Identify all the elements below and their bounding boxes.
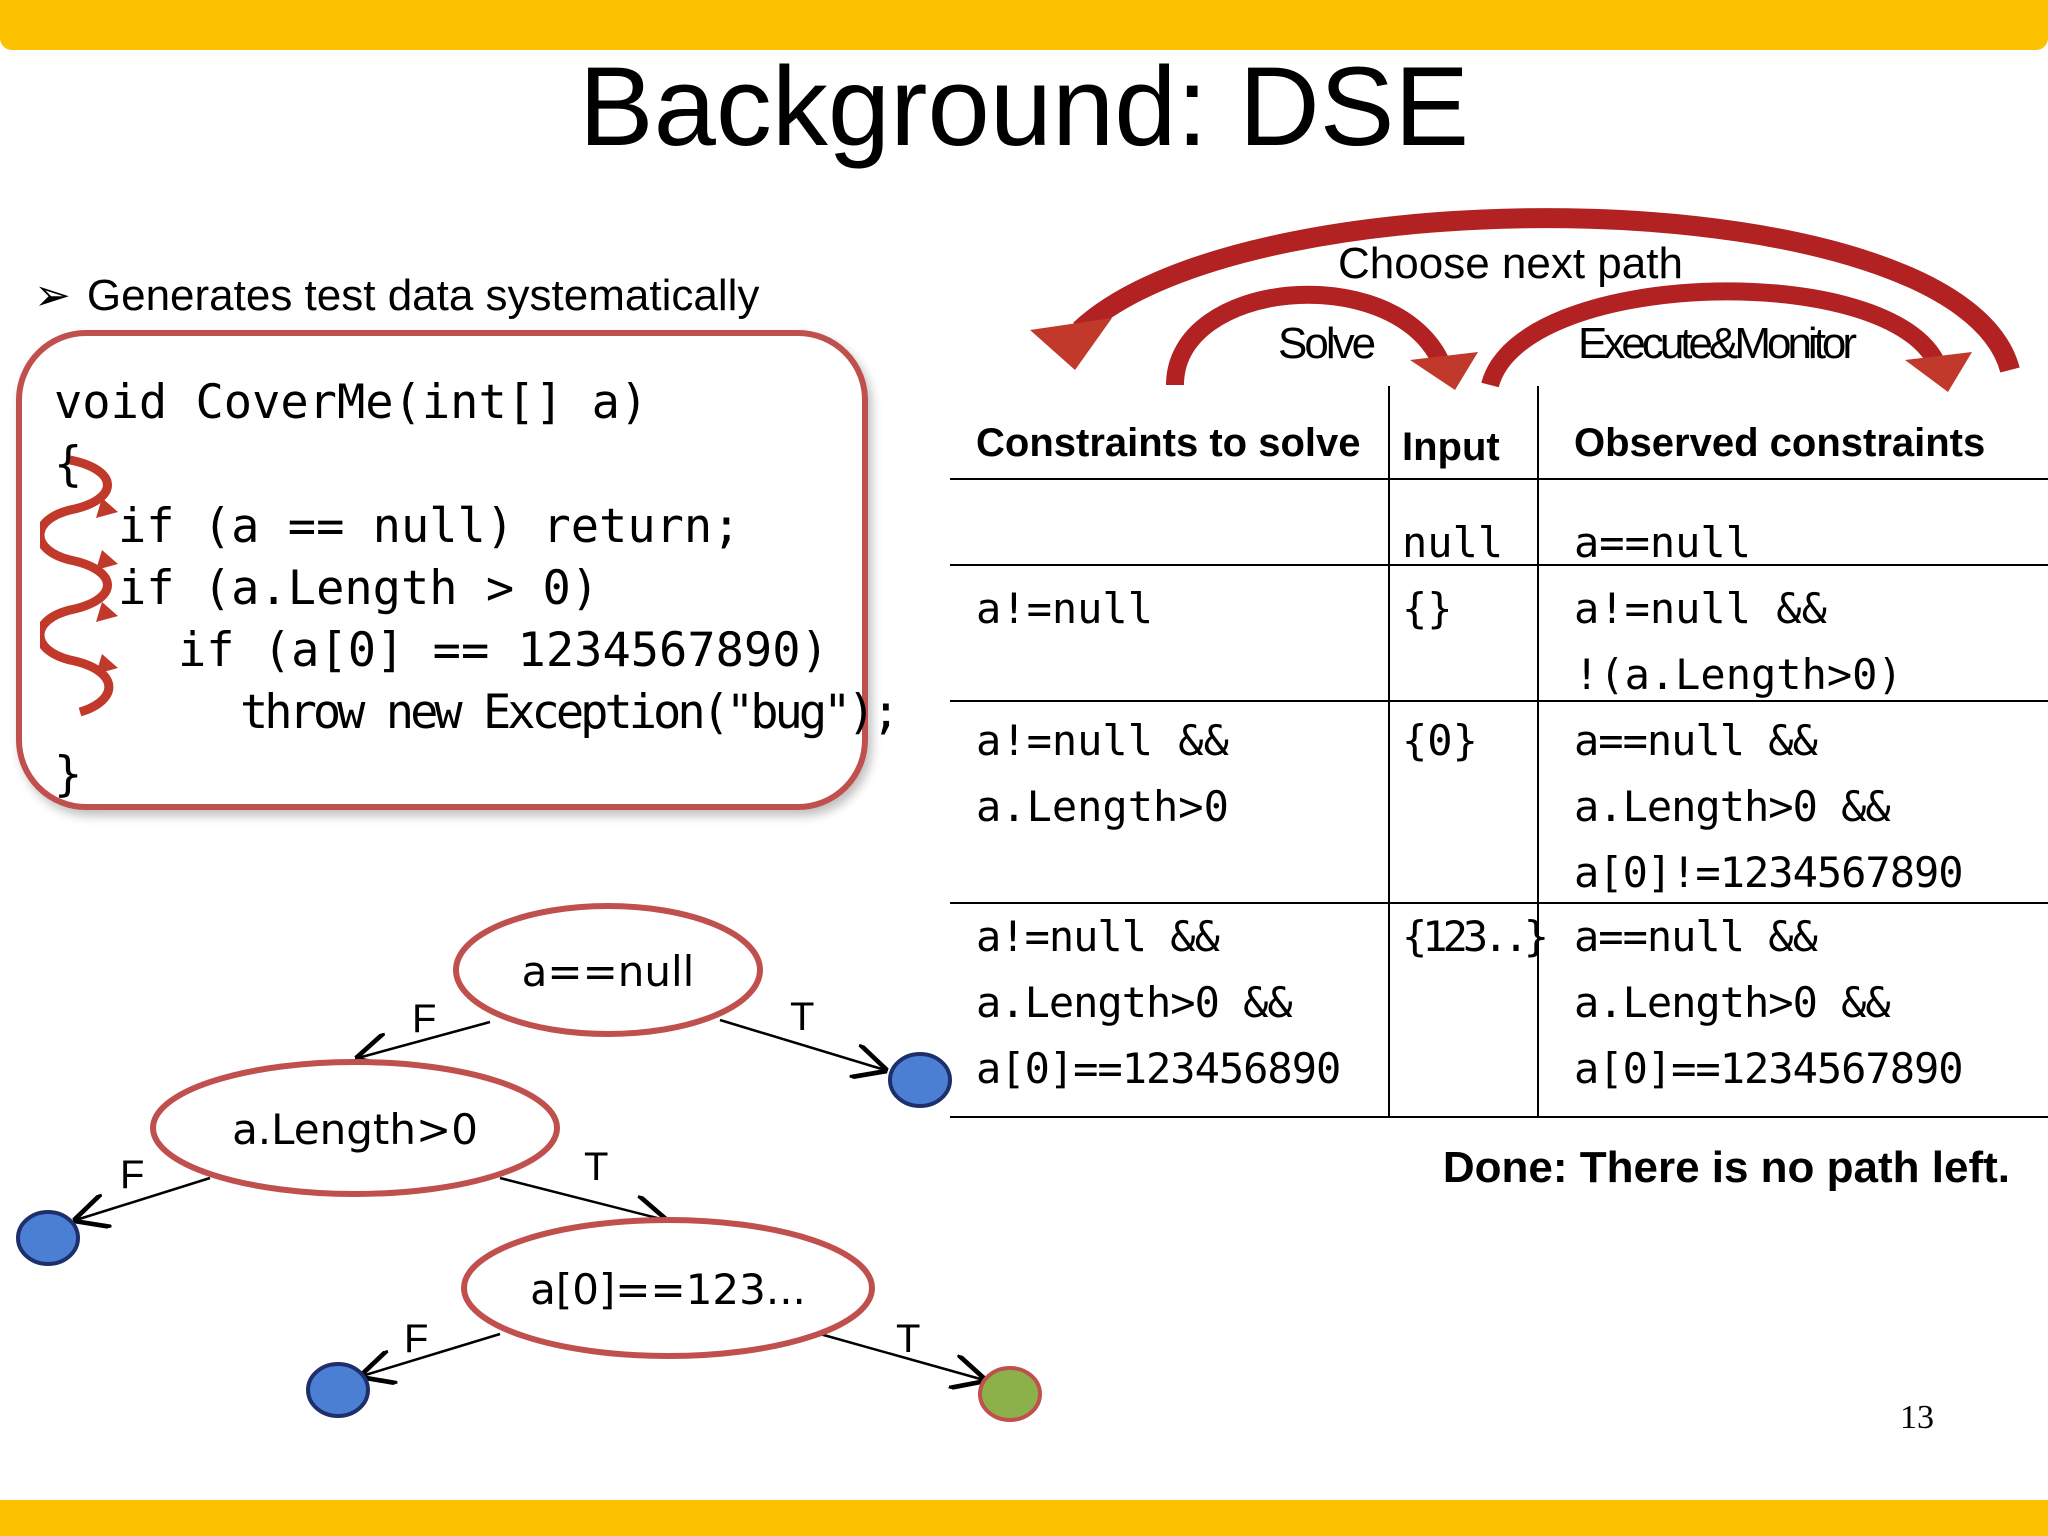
edge-length-true [499,1176,665,1220]
tree-node-a-null-label: a==null [522,947,695,996]
code-line-1: void CoverMe(int[] a) [54,375,649,430]
table-column-divider-1 [1388,386,1390,1118]
tree-node-index-label: a[0]==123... [530,1265,806,1314]
top-accent-bar [0,0,2048,50]
table-row-2-input: {} [1402,584,1453,633]
code-line-3: if (a == null) return; [118,499,741,554]
bottom-accent-bar [0,1500,2048,1536]
table-row-1-observed: a==null [1574,518,1752,567]
choose-next-path-label: Choose next path [1338,239,1683,288]
table-header-constraints: Constraints to solve [976,421,1361,465]
table-row-2-constraints: a!=null [976,584,1154,633]
edge-label-length-true: T [584,1145,608,1189]
page-number: 13 [1900,1399,1934,1436]
code-line-4: if (a.Length > 0) [118,561,600,616]
leaf-node-length-false [16,1210,80,1266]
choose-next-path-arrowhead [1030,318,1112,370]
code-line-7: } [54,747,83,802]
bullet-arrow-icon: ➢ [34,271,71,320]
table-header-rule [950,478,2048,480]
table-header-input: Input [1402,425,1500,469]
table-row-3-observed: a==null && a.Length>0 && a[0]!=123456789… [1574,716,1964,897]
tree-node-index [461,1217,875,1359]
execute-monitor-label: Execute&Monitor [1578,319,1857,368]
tree-node-length-label: a.Length>0 [232,1105,478,1154]
done-message: Done: There is no path left. [1442,1143,2010,1192]
table-row-4-input: {123..} [1402,912,1549,961]
table-row-1-input: null [1402,518,1504,567]
leaf-node-root-true [888,1052,952,1108]
leaf-node-index-false [306,1362,370,1418]
edge-label-root-false: F [412,997,436,1041]
table-bottom-rule [950,1116,2048,1118]
solve-arrowhead [1410,352,1478,390]
edge-index-true [819,1332,984,1380]
table-row-rule-2 [950,700,2048,702]
edge-label-root-true: T [790,995,814,1039]
table-row-rule-1 [950,564,2048,566]
bullet-item: ➢ Generates test data systematically [34,268,759,324]
table-row-4-observed: a==null && a.Length>0 && a[0]==123456789… [1574,912,1964,1093]
code-box [16,330,868,810]
edge-index-false [362,1332,501,1376]
solve-label: Solve [1278,319,1376,368]
code-line-6: throw new Exception("bug"); [240,685,900,740]
edge-length-false [76,1176,211,1220]
edge-label-index-true: T [896,1317,920,1361]
leaf-node-index-true [978,1366,1042,1422]
slide-title: Background: DSE [578,44,1470,169]
edge-root-true [719,1018,885,1070]
table-row-rule-3 [950,902,2048,904]
table-row-4-constraints: a!=null && a.Length>0 && a[0]==123456890 [976,912,1341,1093]
table-row-3-input: {0} [1402,716,1478,765]
code-line-5: if (a[0] == 1234567890) [178,623,829,678]
tree-node-a-null [453,903,763,1037]
edge-label-index-false: F [404,1317,428,1361]
bullet-text: Generates test data systematically [86,271,760,320]
table-header-observed: Observed constraints [1574,421,1986,465]
table-row-3-constraints: a!=null && a.Length>0 [976,716,1229,831]
edge-label-length-false: F [120,1153,144,1197]
execute-monitor-arrowhead [1905,352,1972,392]
edge-root-false [358,1020,491,1058]
table-row-2-observed: a!=null && !(a.Length>0) [1574,584,1903,699]
tree-node-length [150,1059,560,1197]
execution-trace-icon [40,455,118,717]
table-column-divider-2 [1537,386,1539,1118]
